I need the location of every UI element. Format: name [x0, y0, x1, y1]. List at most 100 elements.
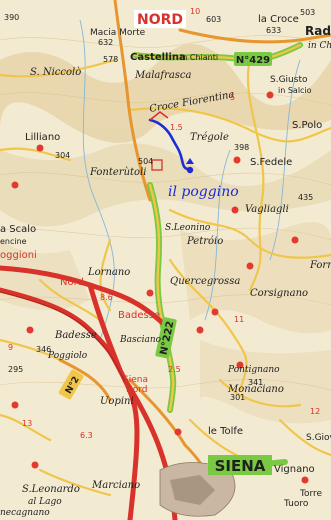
num-10: 10: [190, 7, 200, 16]
label-pontignano: Pontignano: [227, 365, 280, 375]
num-6-3: 6.3: [80, 431, 93, 440]
route-start-marker: [149, 110, 169, 121]
num-9: 9: [8, 343, 13, 352]
num-5: 5: [230, 93, 235, 102]
town-dot-s-leonardo: [31, 461, 39, 469]
label-siena-nord: Siena: [123, 375, 148, 385]
north-label: NORD: [137, 12, 183, 28]
label-siena-nord-2: Nord: [126, 385, 148, 395]
label-malafrasca: Malafrasca: [134, 70, 192, 81]
town-dot-sw: [11, 401, 19, 409]
num-11: 11: [234, 315, 244, 324]
label-castellina-suffix: in Chianti: [180, 53, 218, 62]
label-le-tolfe: le Tolfe: [208, 426, 243, 437]
place-labels: Macia Morte Castellina in Chianti la Cro…: [0, 14, 331, 518]
label-uopini: Uopini: [100, 396, 134, 407]
label-petroio: Petróio: [186, 236, 223, 247]
highways: [0, 265, 178, 520]
destination-marker[interactable]: [186, 158, 194, 174]
label-s-leonardo: S.Leonardo: [22, 484, 80, 495]
town-dot-lornano: [146, 289, 154, 297]
label-maciamorte: Macia Morte: [90, 28, 146, 38]
label-vignano: Vignano: [274, 464, 315, 475]
label-basciano: Basciano: [119, 335, 162, 345]
town-dot-scalo: [26, 326, 34, 334]
label-fonterutoli: Fonterùtoli: [89, 167, 146, 178]
town-dot-s-giusto: [266, 91, 274, 99]
town-dot-vignano: [301, 476, 309, 484]
num-8-6: 8.6: [100, 293, 113, 302]
town-dot-quercegrossa: [196, 326, 204, 334]
contour-lines: [0, 35, 331, 391]
town-dot-west: [11, 181, 19, 189]
label-scalo: a Scalo: [0, 224, 36, 235]
route-to-destination: [148, 118, 192, 172]
label-oggioni: oggioni: [0, 250, 37, 261]
label-s-giov: S.Giov: [306, 433, 331, 443]
label-la-croce: la Croce: [258, 14, 299, 25]
town-dot-forn: [291, 236, 299, 244]
num-13: 13: [22, 419, 32, 428]
label-forn: Forn: [309, 260, 331, 271]
road-n222: [148, 183, 175, 412]
label-torre: Torre: [299, 489, 323, 499]
num-1-5: 1.5: [170, 123, 183, 132]
label-lilliano: Lilliano: [25, 132, 60, 143]
label-rad: Rad: [305, 24, 331, 38]
label-tuoro: Tuoro: [283, 499, 309, 509]
num-603: 603: [206, 15, 221, 24]
label-s-niccolo: S. Niccolò: [30, 67, 81, 78]
road-label-n429: N°429: [236, 55, 270, 66]
town-dot-pontignano-north: [211, 308, 219, 316]
label-s-polo: S.Polo: [292, 120, 322, 131]
num-390: 390: [4, 13, 19, 22]
num-304: 304: [55, 151, 70, 160]
label-poggiolo: Poggiolo: [47, 351, 88, 361]
num-346: 346: [36, 345, 51, 354]
secondary-roads: [0, 58, 331, 497]
label-encine: encine: [0, 237, 27, 246]
highway-casing: [0, 291, 126, 383]
num-503: 503: [300, 8, 315, 17]
num-295: 295: [8, 365, 23, 374]
label-nord: Nord: [60, 277, 84, 288]
label-necagnano: necagnano: [0, 508, 50, 518]
siena-label-box: [208, 455, 272, 475]
label-al-lago: al Lago: [28, 497, 62, 507]
town-dot-lilliano: [36, 144, 44, 152]
label-lornano: Lornano: [87, 267, 130, 278]
north-label-box: [134, 10, 186, 28]
label-monaciano: Monaciano: [227, 384, 284, 395]
label-badesse: Badesse: [54, 330, 97, 341]
house-icon: [186, 158, 194, 164]
label-corsignano: Corsignano: [250, 288, 308, 299]
town-dots: [11, 91, 309, 484]
num-633: 633: [266, 26, 281, 35]
label-badesse-red: Badesse: [118, 310, 160, 321]
town-dot-pontignano: [236, 361, 244, 369]
label-tregole: Trégole: [190, 132, 229, 143]
label-s-fedele: S.Fedele: [250, 157, 292, 168]
label-vagliagli: Vagliagli: [245, 204, 289, 215]
destination-label[interactable]: il poggino: [168, 184, 239, 200]
road-n429: [133, 43, 302, 61]
num-12: 12: [310, 407, 320, 416]
label-siena: SIENA: [215, 457, 266, 475]
label-marciano: Marciano: [91, 480, 140, 491]
num-2-5: 2.5: [168, 365, 181, 374]
label-castellina: Castellina: [130, 52, 186, 63]
road-shields: N°429 N°222 N°2: [58, 52, 272, 400]
label-in-salcio: in Salcio: [278, 86, 312, 95]
num-435: 435: [298, 193, 313, 202]
siena-urban-area: [159, 462, 236, 517]
label-quercegrossa: Quercegrossa: [170, 276, 240, 287]
town-dot-s-fedele: [233, 156, 241, 164]
map-numbers: 390 632 603 633 503 578 10 304 398 504 1…: [4, 7, 320, 440]
town-dot-vagliagli: [231, 206, 239, 214]
label-s-giusto: S.Giusto: [270, 75, 308, 85]
num-398: 398: [234, 143, 249, 152]
label-s-leonino: S.Leonino: [165, 223, 211, 233]
destination-pin-icon: [186, 166, 194, 174]
